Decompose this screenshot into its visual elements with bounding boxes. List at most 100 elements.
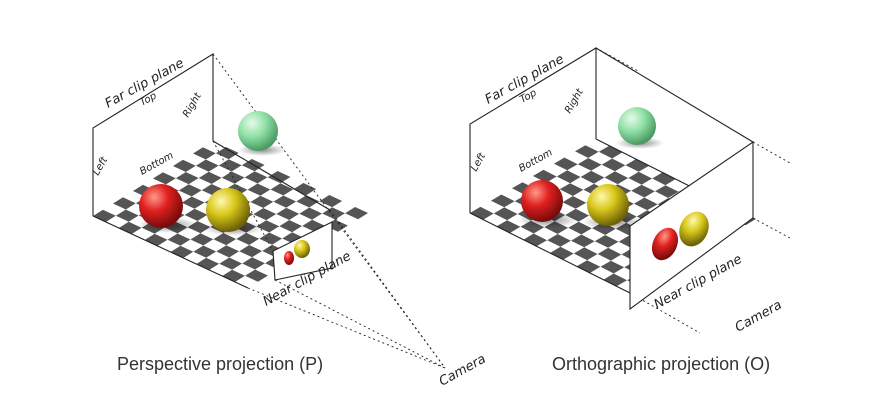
orthographic-projection-line [629,292,701,334]
checker-tile [493,207,518,221]
checker-tile [560,240,585,254]
checker-tile [105,215,129,228]
checker-tile [345,207,368,220]
green-sphere [618,107,656,145]
checker-tile [178,184,202,197]
checker-tile [590,266,614,280]
checker-tile [263,201,287,214]
checker-tile [620,190,645,204]
checker-tile [228,153,252,166]
checker-tile [157,239,181,252]
checker-tile [213,233,237,246]
checker-tile [269,226,293,239]
checker-tile [252,251,276,264]
checker-tile [193,147,216,160]
checker-tile [600,260,625,274]
checker-tile [181,196,205,209]
checker-tile [605,228,630,242]
checker-tile [594,235,619,248]
checker-tile [554,157,578,171]
checker-tile [470,206,494,220]
checker-tile [546,176,571,190]
checker-tile [188,178,212,191]
checker-tile [335,213,358,226]
checker-tile [299,207,323,220]
checker-tile [279,220,303,233]
checker-tile [565,208,590,222]
checker-tile [571,234,595,248]
checker-tile [183,251,207,264]
checker-tile [215,147,239,160]
checker-tile [266,214,290,227]
checker-tile [293,183,317,196]
checker-tile [250,195,274,208]
checker-tile [556,170,581,184]
checker-tile [283,189,307,202]
checker-tile [255,263,278,276]
checker-tile [256,220,280,233]
yellow-sphere [206,188,250,232]
checker-tile [523,233,548,247]
orthographic-diagram: Far clip plane Top Right Left Bottom Nea… [469,47,791,374]
perspective-frustum-line [212,53,446,369]
checker-tile [504,201,529,214]
checker-tile [570,177,594,190]
checker-tile [638,165,663,179]
orthographic-top-edge [595,47,754,143]
orthographic-far-clip-frame [469,47,597,213]
checker-tile [510,226,534,240]
checker-tile [193,245,217,258]
checker-tile [198,171,222,184]
checker-tile [332,201,356,214]
checker-tile [564,151,589,165]
checker-tile [229,251,253,264]
orthographic-projection-line [595,47,641,73]
checker-tile [153,172,176,185]
checker-tile [173,159,196,172]
checker-tile [218,159,242,172]
checker-tile [496,220,521,233]
checker-tile [322,207,346,220]
perspective-frustum-line [247,287,446,369]
checker-tile [644,191,669,205]
checker-tile [604,171,629,185]
checker-tile [533,227,558,241]
perspective-caption: Perspective projection (P) [117,354,323,374]
checker-tile [652,172,676,186]
checker-tile [118,221,142,234]
perspective-floor-edge-right [212,140,331,211]
checker-tile [205,153,229,166]
checker-tile [585,139,610,152]
checker-tile [623,203,648,217]
checker-tile [211,177,235,190]
checker-tile [665,179,690,192]
checker-tile [273,195,297,208]
checker-tile [631,184,655,198]
checker-tile [163,166,186,179]
checker-tile [196,257,220,270]
checker-tile [309,201,333,214]
checker-tile [575,145,599,158]
yellow-sphere [587,184,629,226]
checker-tile [580,170,605,184]
checker-tile [608,241,632,255]
camera-label: Camera [437,352,489,390]
orthographic-projection-line [752,217,791,239]
checker-tile [319,195,343,208]
checker-tile [235,275,258,288]
checker-tile [144,233,168,246]
checker-tile [296,195,320,208]
checker-tile [167,233,191,246]
checker-tile [557,227,582,241]
checker-tile [239,245,263,258]
checker-tile [236,232,260,245]
perspective-frustum-line [212,140,274,252]
checker-tile [115,209,139,222]
checker-tile [195,159,219,172]
checker-tile [222,269,246,282]
checker-tile [567,164,592,177]
checker-tile [219,257,243,270]
checker-tile [131,227,155,240]
checker-tile [103,203,126,216]
